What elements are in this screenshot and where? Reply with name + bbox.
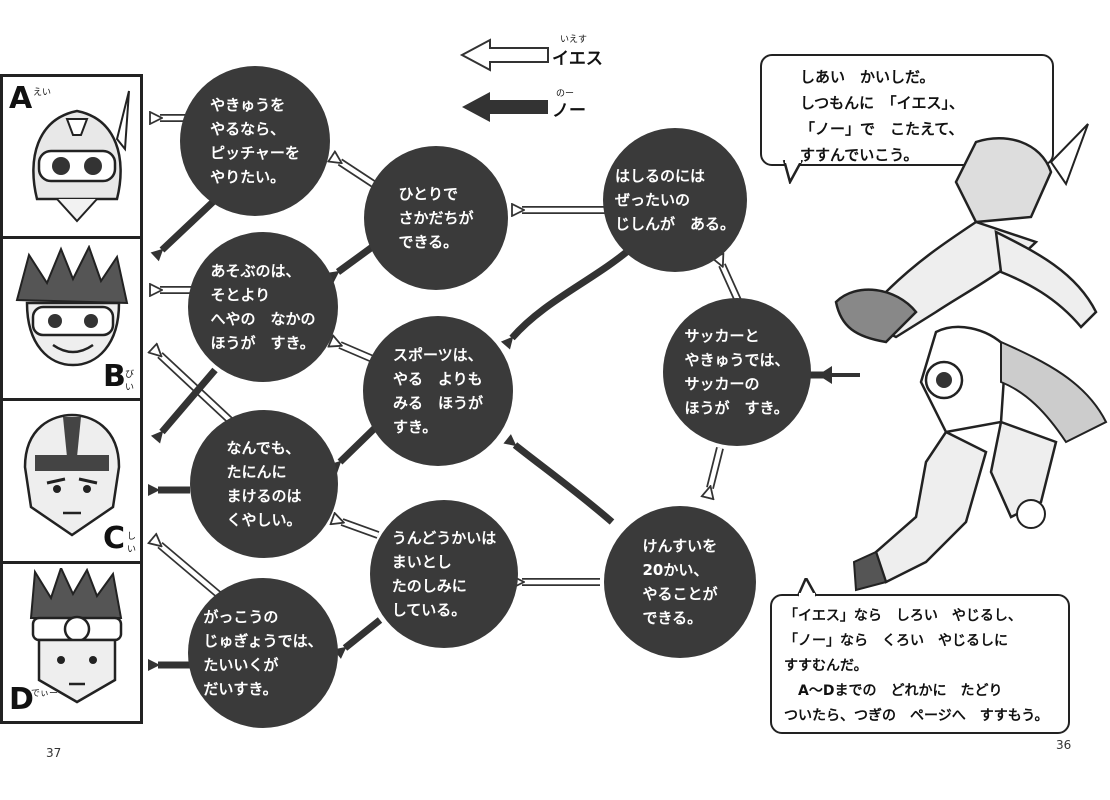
question-q10-text: がっこうの じゅぎょうでは、 たいいくが だいすき。 (203, 608, 323, 698)
instructions-bubble-text: 「イエス」なら しろい やじるし、 「ノー」なら くろい やじるしに すすむんだ… (784, 608, 1049, 724)
question-q5: スポーツは、 やる よりも みる ほうが すき。 (363, 316, 513, 466)
intro-bubble-tail (782, 160, 804, 184)
legend-yes-arrow (459, 38, 549, 72)
question-q1-text: はしるのには ぜったいの じしんが ある。 (614, 167, 735, 233)
question-q6: うんどうかいは まいとし たのしみに している。 (370, 500, 518, 648)
character-a-face (32, 90, 130, 223)
character-b-letter: B (103, 359, 126, 394)
question-q9: なんでも、 たにんに まけるのは くやしい。 (190, 410, 338, 558)
question-q5-text: スポーツは、 やる よりも みる ほうが すき。 (392, 346, 483, 436)
character-c-ruby: しい (127, 532, 137, 555)
question-q2-text: サッカーと やきゅうでは、 サッカーの ほうが すき。 (684, 327, 790, 417)
arrow-q1-no (500, 242, 638, 350)
question-q4-text: ひとりで さかだちが できる。 (398, 185, 474, 251)
arrow-q5-no (328, 422, 381, 474)
character-d-ruby: でぃー (31, 689, 59, 699)
arrow-q8-no (150, 367, 218, 444)
legend-no-arrow (462, 92, 548, 122)
question-q8-text: あそぶのは、 そとより へやの なかの ほうが すき。 (210, 262, 316, 352)
character-b-cell: B びい (3, 239, 140, 401)
character-a-cell: A えい (3, 77, 140, 239)
instructions-bubble-tail (796, 578, 818, 598)
character-c-letter: C (103, 521, 126, 556)
character-b-face (15, 245, 129, 367)
intro-bubble-text: しあい かいしだ。 しつもんに 「イエス」、 「ノー」で こたえて、 すすんでい… (800, 68, 964, 164)
character-c-cell: C しい (3, 401, 140, 564)
legend-no-label: ノー (552, 101, 586, 121)
arrow-q4-no (326, 242, 378, 283)
character-d-face (29, 568, 123, 704)
arrow-q3-no (503, 434, 615, 525)
character-d-cell: D でぃー (3, 564, 140, 721)
robot-illustration (834, 123, 1108, 592)
character-d-letter: D (9, 682, 34, 717)
question-q7-text: やきゅうを やるなら、 ピッチャーを やりたい。 (210, 96, 300, 186)
character-a-letter: A (9, 81, 33, 116)
instructions-bubble: 「イエス」なら しろい やじるし、 「ノー」なら くろい やじるしに すすむんだ… (770, 594, 1070, 734)
page-number-left: 37 (46, 746, 62, 760)
question-q2: サッカーと やきゅうでは、 サッカーの ほうが すき。 (663, 298, 811, 446)
legend-no-ruby: のー (556, 89, 575, 99)
robot-arrow (818, 366, 860, 384)
character-b-ruby: びい (125, 370, 135, 393)
page-number-right: 36 (1056, 738, 1072, 752)
question-q1: はしるのには ぜったいの じしんが ある。 (603, 128, 747, 272)
question-q4: ひとりで さかだちが できる。 (364, 146, 508, 290)
character-column: A えい B びい C しい (0, 74, 143, 724)
question-q10: がっこうの じゅぎょうでは、 たいいくが だいすき。 (188, 578, 338, 728)
question-q6-text: うんどうかいは まいとし たのしみに している。 (391, 529, 497, 619)
arrow-q7-no (150, 197, 218, 262)
character-a-ruby: えい (33, 88, 52, 98)
legend-yes-label: イエス (552, 49, 603, 69)
question-q9-text: なんでも、 たにんに まけるのは くやしい。 (226, 439, 302, 529)
question-q3: けんすいを 20かい、 やることが できる。 (604, 506, 756, 658)
legend-yes-ruby: いえす (560, 35, 588, 45)
question-q3-text: けんすいを 20かい、 やることが できる。 (642, 537, 718, 627)
question-q7: やきゅうを やるなら、 ピッチャーを やりたい。 (180, 66, 330, 216)
character-c-face (23, 413, 121, 537)
arrow-q6-no (333, 617, 383, 659)
question-q8: あそぶのは、 そとより へやの なかの ほうが すき。 (188, 232, 338, 382)
